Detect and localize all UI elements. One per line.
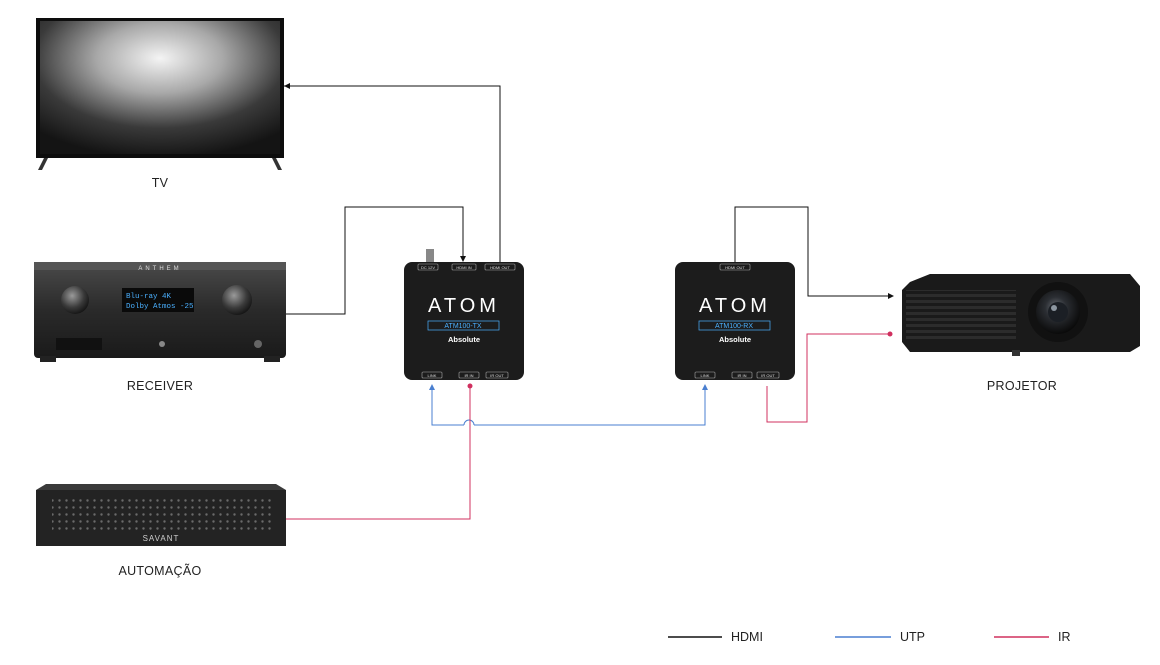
rx-port-hdmi-out: HDMI OUT: [725, 265, 745, 270]
hdmi-cable-tx-to-tv: [284, 83, 501, 262]
rx-brand: Absolute: [719, 335, 751, 344]
tx-logo: ATOM: [428, 295, 500, 317]
tx-port-dc: DC 12V: [421, 265, 435, 270]
legend-ir-label: IR: [1058, 630, 1071, 644]
legend-hdmi-label: HDMI: [731, 630, 763, 644]
atom-tx-extender: DC 12V HDMI IN HDMI OUT ATOM ATM100-TX A…: [404, 249, 524, 380]
hdmi-cable-rx-to-projector: [734, 206, 894, 299]
tv-label: TV: [151, 176, 169, 190]
rx-port-ir-in: IR IN: [737, 373, 746, 378]
tx-port-link: LINK: [428, 373, 437, 378]
rx-port-link: LINK: [701, 373, 710, 378]
ir-cable-rx-to-projector: [766, 331, 893, 423]
rx-port-ir-out: IR OUT: [761, 373, 775, 378]
tx-brand: Absolute: [448, 335, 480, 344]
receiver-display-line2: Dolby Atmos -25: [126, 303, 194, 311]
tx-port-ir-out: IR OUT: [490, 373, 504, 378]
atom-rx-extender: HDMI OUT ATOM ATM100-RX Absolute LINK IR…: [675, 262, 795, 380]
rx-logo: ATOM: [699, 295, 771, 317]
automation-label: AUTOMAÇÃO: [118, 564, 202, 578]
tv-device: [36, 18, 284, 170]
receiver-label: RECEIVER: [126, 379, 194, 393]
projector-label: PROJETOR: [986, 379, 1058, 393]
rx-model: ATM100-RX: [715, 323, 753, 330]
tx-port-hdmi-in: HDMI IN: [456, 265, 471, 270]
receiver-display-line1: Blu-ray 4K: [126, 293, 172, 301]
utp-cable-link: [429, 384, 708, 426]
tx-model: ATM100-TX: [444, 323, 482, 330]
ir-cable-automation-to-tx: [286, 383, 473, 520]
receiver-brand: ANTHEM: [138, 266, 181, 272]
av-receiver-device: ANTHEM Blu-ray 4K Dolby Atmos -25: [34, 262, 286, 362]
automation-brand: SAVANT: [143, 534, 180, 543]
tx-port-ir-in: IR IN: [464, 373, 473, 378]
tx-port-hdmi-out: HDMI OUT: [490, 265, 510, 270]
automation-controller-device: SAVANT: [36, 484, 286, 546]
projector-device: [902, 274, 1140, 356]
legend-utp-label: UTP: [900, 630, 925, 644]
hdmi-cable-receiver-to-tx: [286, 206, 466, 315]
